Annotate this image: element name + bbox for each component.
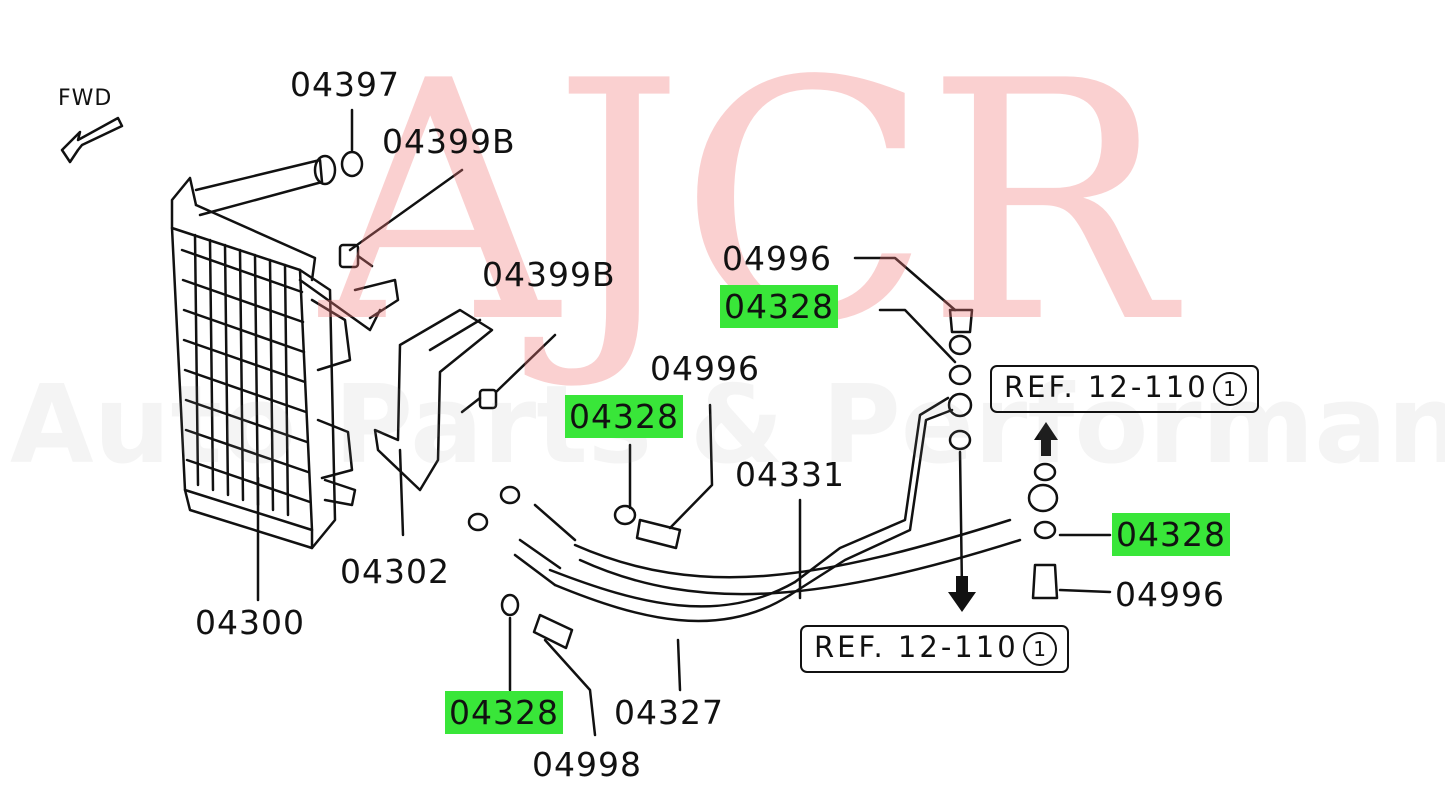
label-04328-right[interactable]: 04328 <box>1112 513 1230 556</box>
arrow-up-icon <box>1034 422 1058 456</box>
label-04300[interactable]: 04300 <box>195 603 305 642</box>
label-04399b-top[interactable]: 04399B <box>382 122 516 161</box>
bracket-04302 <box>373 308 494 537</box>
label-04998-bottom[interactable]: 04998 <box>532 745 642 784</box>
ref-lower-circle: 1 <box>1022 632 1057 666</box>
bolt-04399b-mid <box>460 333 557 414</box>
label-04328-mid[interactable]: 04328 <box>565 395 683 438</box>
fwd-arrow-icon <box>60 116 124 164</box>
fwd-label: FWD <box>58 86 113 111</box>
ref-lower-text: REF. 12-110 <box>814 630 1019 664</box>
leader-lines <box>508 256 1112 737</box>
label-04397[interactable]: 04397 <box>290 65 400 104</box>
label-04302[interactable]: 04302 <box>340 552 450 591</box>
cooler-hoses <box>513 396 1022 692</box>
watermark-tagline: Auto Parts & Performance <box>10 363 1445 488</box>
arrow-down-icon <box>948 576 976 612</box>
ref-upper-circle: 1 <box>1212 372 1247 406</box>
ref-upper-text: REF. 12-110 <box>1004 370 1209 404</box>
label-04328-bottom[interactable]: 04328 <box>445 691 563 734</box>
banjo-washers <box>467 334 1059 617</box>
label-04399b-mid[interactable]: 04399B <box>482 255 616 294</box>
direction-arrows <box>948 422 1058 612</box>
label-04327[interactable]: 04327 <box>614 693 724 732</box>
label-04996-right[interactable]: 04996 <box>1115 575 1225 614</box>
bolt-04399b-top <box>338 168 464 320</box>
union-bolts <box>532 308 1059 650</box>
label-04996-top[interactable]: 04996 <box>722 239 832 278</box>
oil-cooler-core <box>170 176 357 550</box>
label-04331[interactable]: 04331 <box>735 455 845 494</box>
upper-hose <box>194 154 382 332</box>
nut-04397 <box>340 108 364 178</box>
label-04328-top[interactable]: 04328 <box>720 285 838 328</box>
label-04996-mid[interactable]: 04996 <box>650 349 760 388</box>
